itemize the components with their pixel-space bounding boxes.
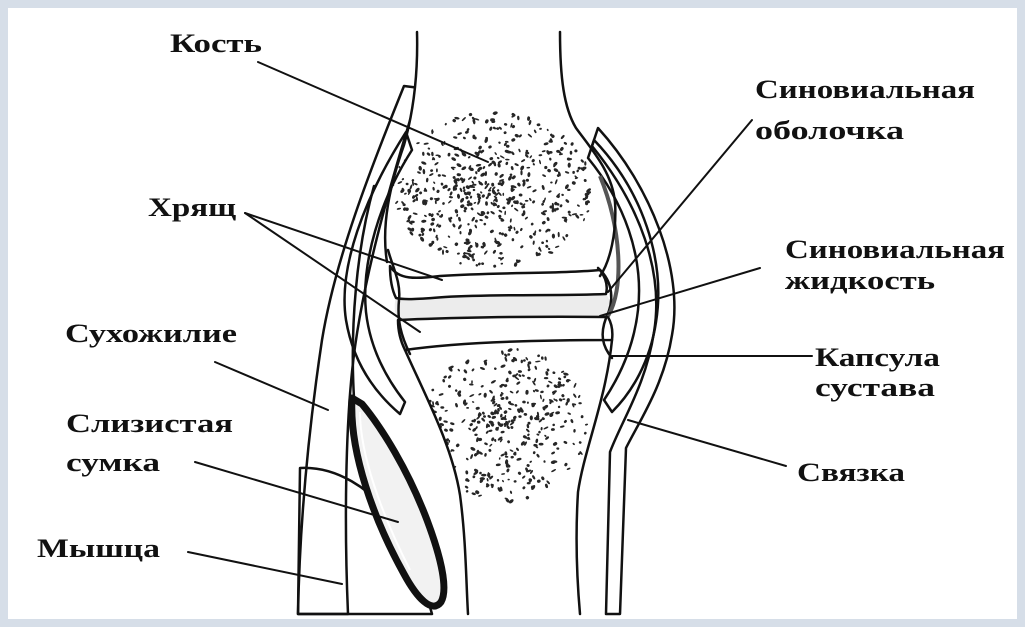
label-cartilage: Хрящ: [148, 193, 236, 222]
stipple-dot: [520, 170, 522, 175]
stipple-dot: [584, 161, 586, 165]
label-synovial-membrane-line1: Синовиальная: [755, 75, 975, 104]
label-synovial-fluid-line1: Синовиальная: [785, 235, 1005, 264]
label-synovial-membrane-line2: оболочка: [755, 116, 904, 145]
label-muscle: Мышца: [37, 534, 160, 563]
stipple-dot: [442, 249, 444, 255]
label-ligament: Связка: [797, 458, 905, 487]
label-joint-capsule-line2: сустава: [815, 373, 935, 402]
label-joint-capsule-line1: Капсула: [815, 343, 940, 372]
stipple-dot: [544, 377, 548, 379]
stipple-dot: [527, 402, 529, 404]
label-bursa-line2: сумка: [66, 448, 160, 477]
label-tendon: Сухожилие: [65, 319, 237, 348]
label-synovial-fluid-line2: жидкость: [785, 266, 935, 295]
label-bone: Кость: [170, 29, 262, 58]
stipple-dot: [506, 145, 510, 148]
stipple-dot: [539, 443, 544, 446]
label-bursa-line1: Слизистая: [66, 409, 233, 438]
stipple-dot: [499, 252, 502, 255]
